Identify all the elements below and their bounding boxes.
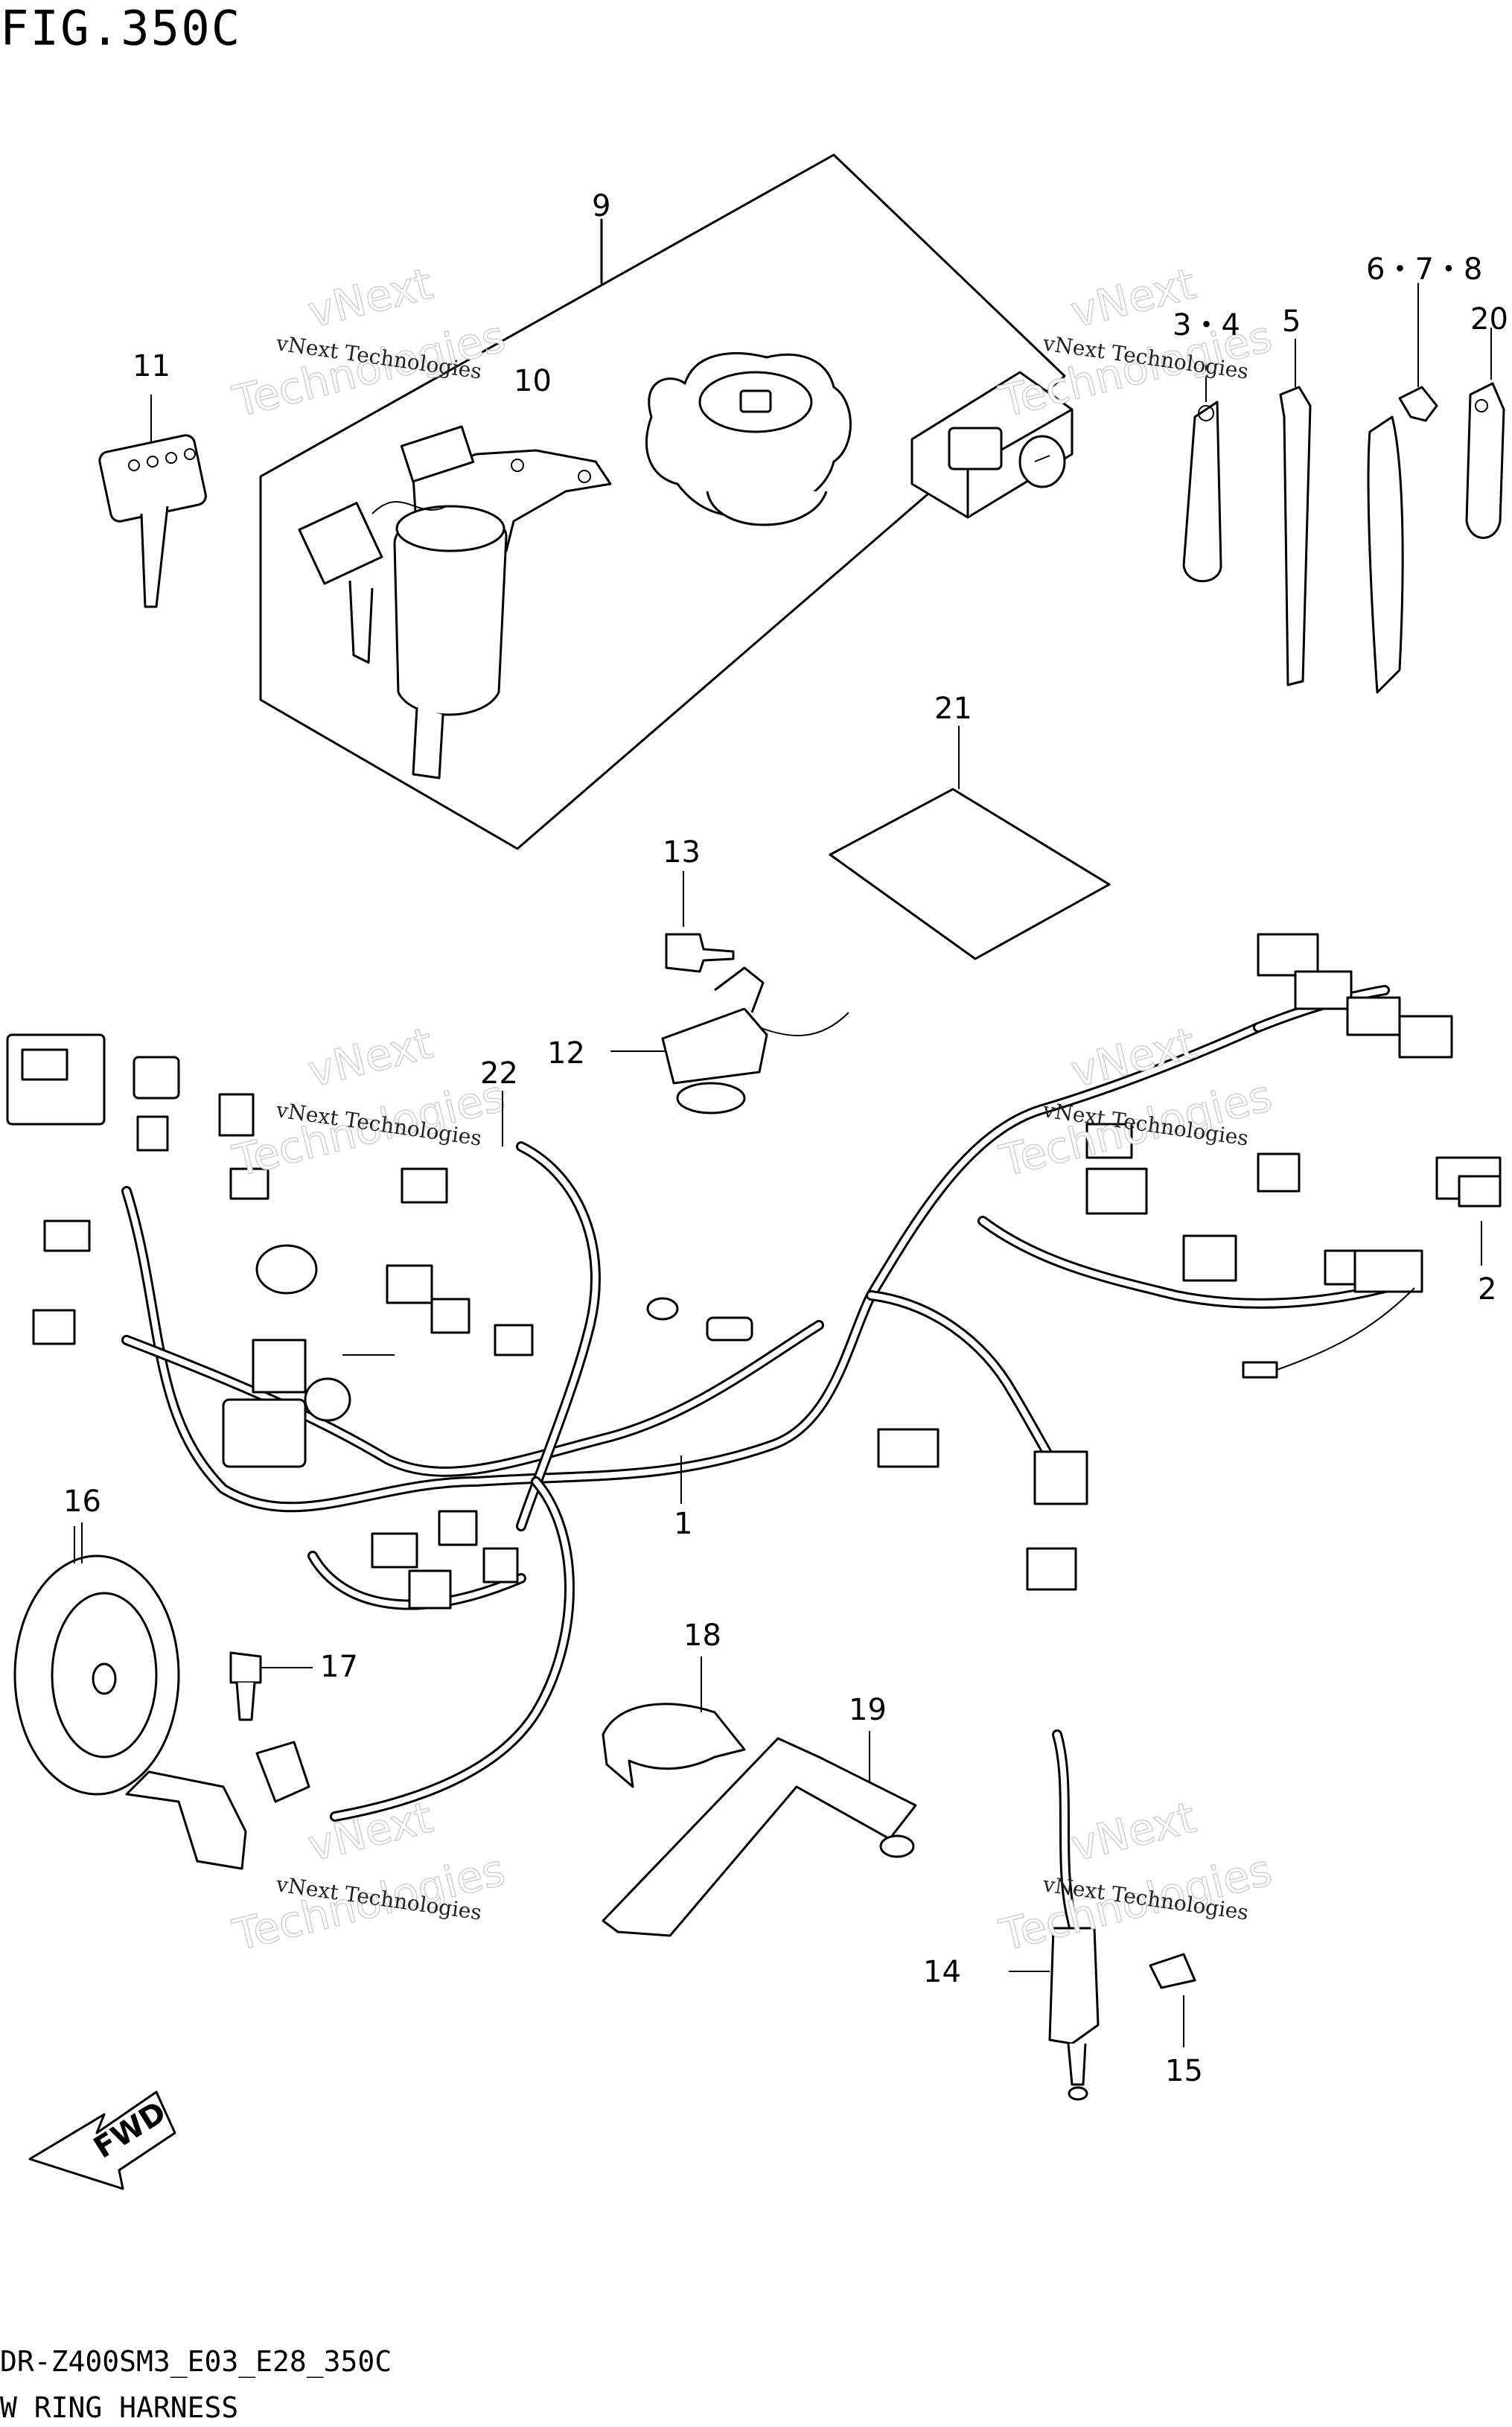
clamp-band: [1367, 283, 1438, 694]
callouts: 1 2 3・4 5 6・7・8 9 10 11 12 13 14 15 16 1…: [63, 189, 1508, 2088]
callout-5: 5: [1282, 304, 1301, 339]
callout-14: 14: [923, 1955, 961, 1989]
lock-set-box: [259, 153, 1066, 850]
cover-and-bracket: [602, 1656, 917, 1937]
callout-13: 13: [663, 835, 701, 870]
callout-22: 22: [480, 1056, 518, 1091]
section-name: W RING HARNESS: [0, 2391, 239, 2424]
callout-12: 12: [547, 1036, 585, 1071]
callout-9: 9: [592, 189, 610, 223]
fwd-arrow: FWD: [28, 2090, 176, 2190]
callout-2: 2: [1478, 1272, 1496, 1307]
clip: [1465, 328, 1505, 539]
horn: [13, 1526, 313, 1870]
callout-1: 1: [674, 1507, 692, 1541]
side-stand-switch: [1009, 1927, 1196, 2101]
tie-strap: [1279, 339, 1312, 686]
callout-19: 19: [849, 1693, 887, 1727]
bolt-and-switch: [610, 871, 849, 1114]
callout-18: 18: [683, 1618, 721, 1653]
callout-21: 21: [934, 692, 972, 726]
left-connectors: [6, 1033, 753, 1610]
seat-lock: [910, 371, 1074, 519]
watermark-line2: vNext: [303, 1792, 438, 1872]
watermark-line2: vNext: [303, 1018, 438, 1097]
callout-16: 16: [63, 1484, 101, 1519]
callout-17: 17: [320, 1650, 358, 1684]
model-code: DR-Z400SM3_E03_E28_350C: [0, 2345, 392, 2378]
callout-15: 15: [1165, 2054, 1203, 2088]
label-sheet: [829, 726, 1111, 960]
clamp: [1182, 354, 1222, 583]
callout-20: 20: [1470, 302, 1508, 337]
watermark-line2: vNext: [1066, 1792, 1201, 1872]
callout-6-7-8: 6・7・8: [1366, 252, 1482, 287]
key: [98, 395, 207, 608]
watermark-line2: vNext: [1066, 1018, 1201, 1097]
figure-title: FIG.350C: [0, 1, 242, 57]
right-connectors: [877, 933, 1502, 1591]
leader-lines: [81, 1091, 1482, 1668]
callout-10: 10: [514, 364, 552, 398]
ignition-switch: [298, 425, 612, 779]
watermark-line2: vNext: [303, 258, 438, 338]
callout-3-4: 3・4: [1173, 308, 1240, 342]
callout-11: 11: [133, 349, 170, 383]
fuel-cap: [645, 352, 852, 526]
